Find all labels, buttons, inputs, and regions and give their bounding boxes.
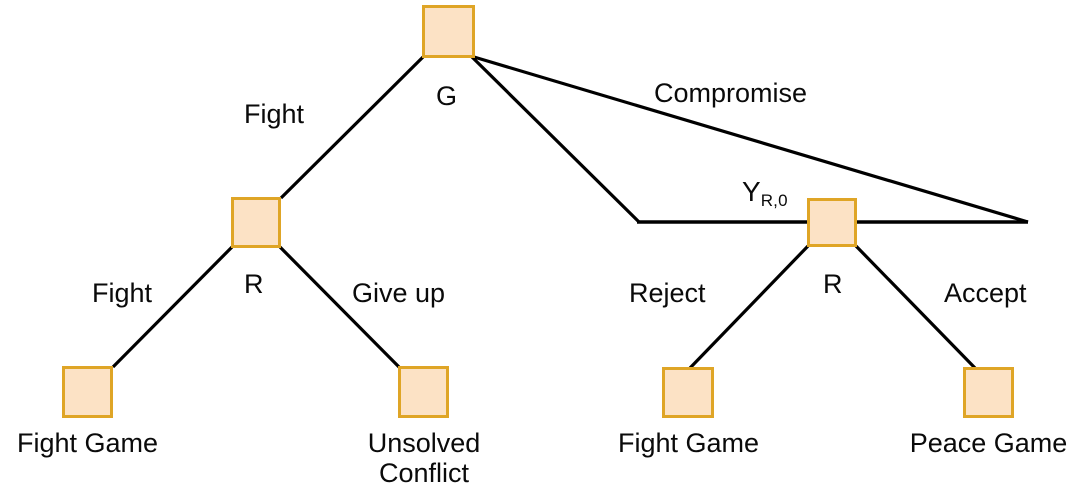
edge-right-reject [688,244,810,370]
edge-label-right-accept: Accept [944,278,1027,308]
edge-label-root-compromise: Compromise [654,78,808,108]
leaf-label-peace-game: Peace Game [909,428,1068,458]
leaf-label-unsolved-conflict-line2: Conflict [378,458,470,489]
leaf-label-unsolved-conflict-line1: Unsolved [367,428,481,458]
leaf-label-unsolved-conflict: Unsolved Conflict [338,428,510,488]
leaf-label-fight-game-left: Fight Game [16,428,159,458]
edge-label-left-give-up: Give up [352,278,446,308]
node-leaf-peace-game[interactable] [963,367,1014,418]
node-leaf-unsolved-conflict[interactable] [398,366,449,418]
edge-right-accept [854,244,977,370]
leaf-label-fight-game-right: Fight Game [617,428,760,458]
node-root-g[interactable] [422,5,475,58]
information-set-label: YR,0 [742,176,788,210]
edge-root-compromise [473,55,1029,224]
node-left-decision-r[interactable] [231,197,281,248]
edge-label-root-fight: Fight [244,99,305,129]
edge-root-fight [279,55,425,200]
player-label-right-r: R [823,269,843,299]
edge-root-middle [470,55,641,224]
edge-label-left-fight: Fight [92,278,153,308]
node-leaf-fight-game-right[interactable] [662,367,714,418]
node-leaf-fight-game-left[interactable] [62,366,113,418]
node-right-decision-r[interactable] [807,198,857,247]
edge-left-fight [111,245,234,369]
player-label-left-r: R [244,269,264,299]
player-label-root-g: G [436,81,458,111]
edge-left-give-up [278,245,401,369]
edge-label-right-reject: Reject [629,278,706,308]
information-set-label-main: Y [742,176,761,207]
information-set-label-subscript: R,0 [760,191,788,210]
